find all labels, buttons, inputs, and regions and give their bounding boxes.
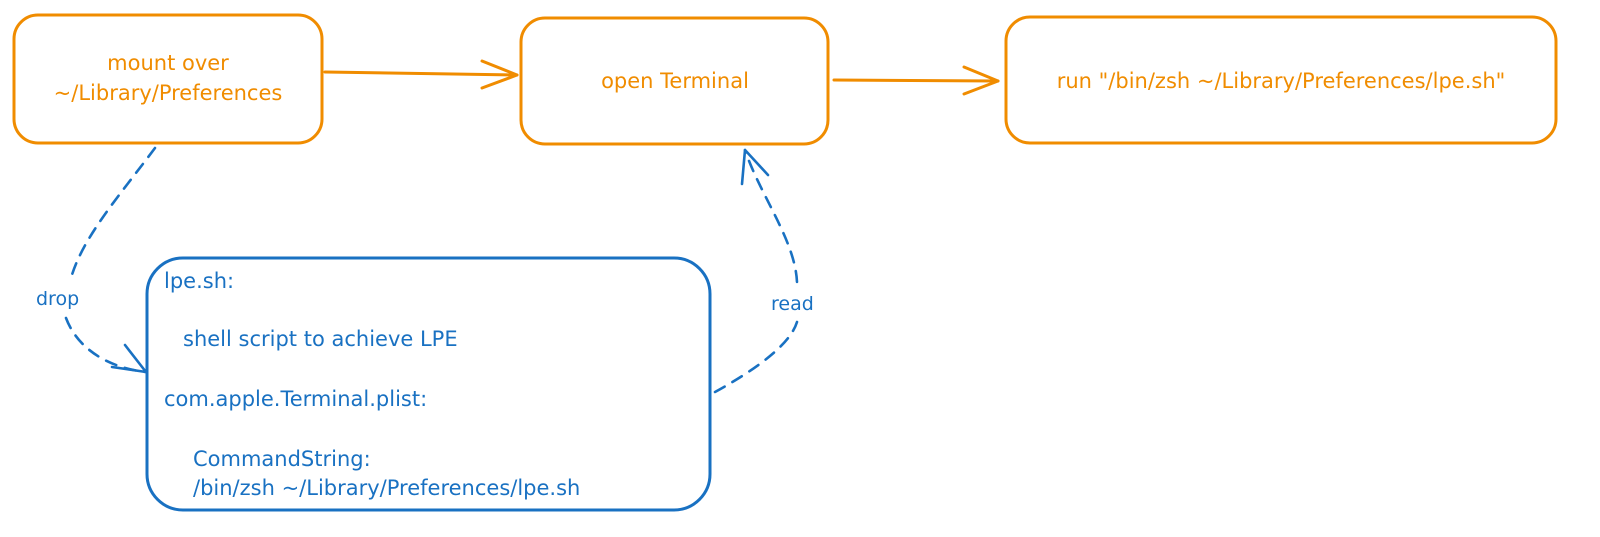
node-files[interactable]: lpe.sh: shell script to achieve LPE com.… [145,256,712,512]
node-open-terminal-box [519,16,830,146]
node-files-box [145,256,712,512]
lpe-description: shell script to achieve LPE [183,327,458,351]
node-mount-box [12,13,324,145]
plist-title: com.apple.Terminal.plist: [164,387,427,411]
edge-label-drop: drop [36,288,79,310]
edge-label-read: read [771,293,814,315]
node-run[interactable]: run "/bin/zsh ~/Library/Preferences/lpe.… [1004,15,1558,145]
node-open-terminal-label: open Terminal [601,69,749,93]
arrow-open-terminal-to-run [832,65,1000,96]
arrow-mount-to-open-terminal [323,59,519,90]
node-mount-line2: ~/Library/Preferences [54,81,283,105]
node-run-label: run "/bin/zsh ~/Library/Preferences/lpe.… [1057,69,1506,93]
node-open-terminal[interactable]: open Terminal [519,16,830,146]
arrow-drop [64,146,157,374]
node-mount[interactable]: mount over ~/Library/Preferences [12,13,324,145]
node-run-box [1004,15,1558,145]
node-mount-line1: mount over [107,51,229,75]
command-string-key: CommandString: [193,447,371,471]
arrow-read [713,148,799,394]
lpe-title: lpe.sh: [164,269,234,293]
command-string-value: /bin/zsh ~/Library/Preferences/lpe.sh [193,476,580,500]
